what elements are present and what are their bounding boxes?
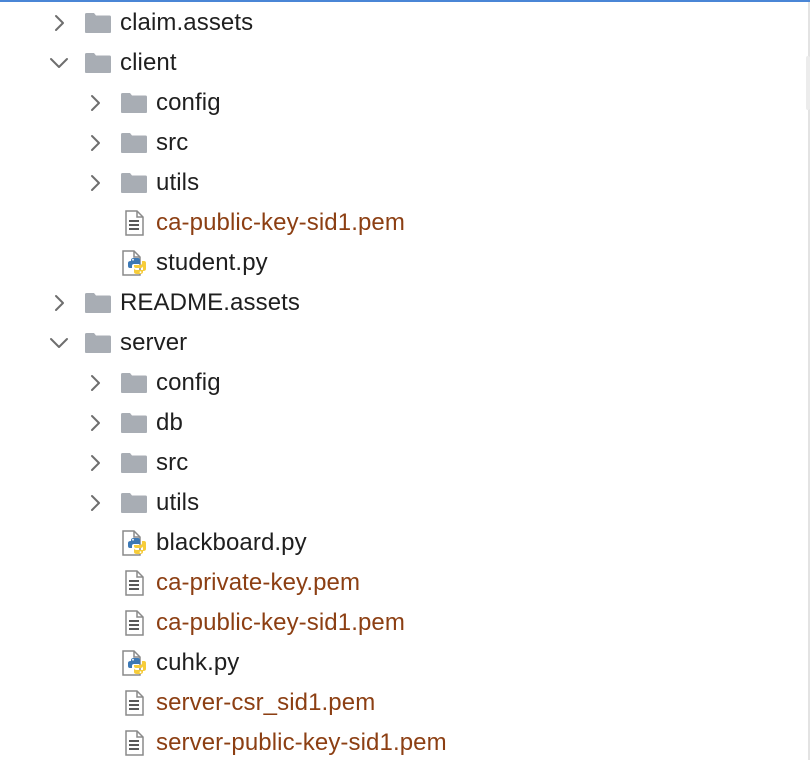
project-file-tree: claim.assets client config src utils ca-publi… <box>0 3 806 763</box>
tree-item-label: server <box>120 329 188 356</box>
scrollbar-track[interactable] <box>808 2 810 760</box>
text-file-icon <box>120 210 148 236</box>
tree-file-row[interactable]: server-csr_sid1.pem <box>0 683 806 723</box>
tree-file-row[interactable]: ca-public-key-sid1.pem <box>0 203 806 243</box>
tree-folder-row[interactable]: config <box>0 363 806 403</box>
folder-icon <box>84 10 112 36</box>
python-file-icon <box>120 250 148 276</box>
tree-item-label: server-public-key-sid1.pem <box>156 729 447 756</box>
selection-top-border <box>0 0 810 2</box>
tree-folder-row[interactable]: claim.assets <box>0 3 806 43</box>
tree-item-label: README.assets <box>120 289 301 316</box>
tree-file-row[interactable]: blackboard.py <box>0 523 806 563</box>
chevron-right-icon[interactable] <box>84 91 106 115</box>
tree-item-label: client <box>120 49 177 76</box>
text-file-icon <box>120 610 148 636</box>
folder-icon <box>120 370 148 396</box>
folder-icon <box>120 130 148 156</box>
chevron-right-icon[interactable] <box>84 451 106 475</box>
scrollbar-thumb[interactable] <box>806 56 810 110</box>
text-file-icon <box>120 570 148 596</box>
tree-file-row[interactable]: ca-private-key.pem <box>0 563 806 603</box>
folder-icon <box>84 50 112 76</box>
tree-folder-row[interactable]: client <box>0 43 806 83</box>
tree-file-row[interactable]: ca-public-key-sid1.pem <box>0 603 806 643</box>
tree-item-label: claim.assets <box>120 9 254 36</box>
tree-item-label: config <box>156 369 221 396</box>
chevron-right-icon[interactable] <box>48 291 70 315</box>
tree-folder-row[interactable]: config <box>0 83 806 123</box>
tree-file-row[interactable]: server-public-key-sid1.pem <box>0 723 806 763</box>
tree-folder-row[interactable]: db <box>0 403 806 443</box>
chevron-right-icon[interactable] <box>84 171 106 195</box>
tree-item-label: server-csr_sid1.pem <box>156 689 376 716</box>
chevron-right-icon[interactable] <box>84 371 106 395</box>
tree-item-label: ca-public-key-sid1.pem <box>156 209 405 236</box>
tree-folder-row[interactable]: README.assets <box>0 283 806 323</box>
folder-icon <box>120 450 148 476</box>
folder-icon <box>120 90 148 116</box>
chevron-right-icon[interactable] <box>84 411 106 435</box>
tree-item-label: config <box>156 89 221 116</box>
tree-item-label: ca-public-key-sid1.pem <box>156 609 405 636</box>
tree-item-label: utils <box>156 169 200 196</box>
python-file-icon <box>120 650 148 676</box>
tree-item-label: blackboard.py <box>156 529 307 556</box>
python-file-icon <box>120 530 148 556</box>
text-file-icon <box>120 730 148 756</box>
folder-icon <box>120 410 148 436</box>
tree-item-label: cuhk.py <box>156 649 240 676</box>
text-file-icon <box>120 690 148 716</box>
tree-item-label: ca-private-key.pem <box>156 569 361 596</box>
tree-folder-row[interactable]: utils <box>0 483 806 523</box>
folder-icon <box>120 170 148 196</box>
chevron-right-icon[interactable] <box>84 131 106 155</box>
tree-file-row[interactable]: cuhk.py <box>0 643 806 683</box>
chevron-down-icon[interactable] <box>48 51 70 75</box>
folder-icon <box>84 290 112 316</box>
chevron-right-icon[interactable] <box>84 491 106 515</box>
chevron-down-icon[interactable] <box>48 331 70 355</box>
tree-item-label: student.py <box>156 249 268 276</box>
tree-item-label: utils <box>156 489 200 516</box>
chevron-right-icon[interactable] <box>48 11 70 35</box>
tree-folder-row[interactable]: src <box>0 443 806 483</box>
tree-item-label: src <box>156 449 189 476</box>
folder-icon <box>120 490 148 516</box>
tree-folder-row[interactable]: src <box>0 123 806 163</box>
tree-item-label: src <box>156 129 189 156</box>
folder-icon <box>84 330 112 356</box>
tree-file-row[interactable]: student.py <box>0 243 806 283</box>
tree-folder-row[interactable]: utils <box>0 163 806 203</box>
tree-item-label: db <box>156 409 183 436</box>
tree-folder-row[interactable]: server <box>0 323 806 363</box>
